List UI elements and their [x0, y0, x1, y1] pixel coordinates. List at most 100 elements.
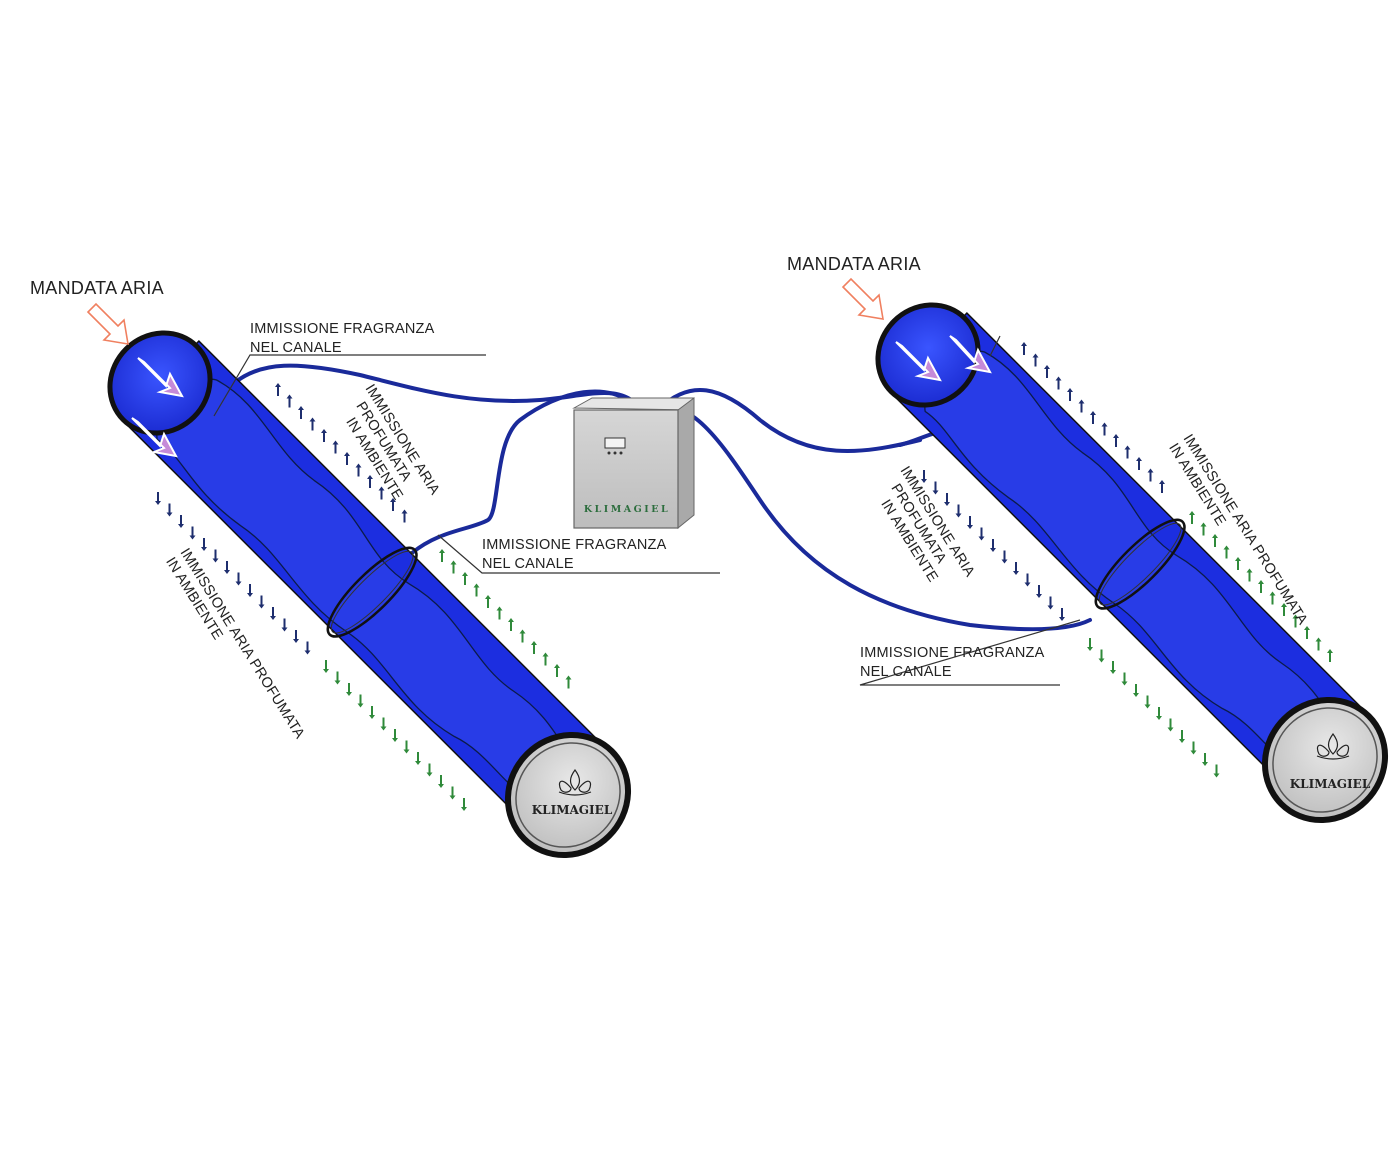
svg-text:NEL CANALE: NEL CANALE	[860, 664, 952, 680]
air-arrow-head	[439, 549, 445, 553]
air-arrow-head	[531, 641, 537, 645]
air-arrow-head	[1179, 739, 1185, 743]
tube-right-lower	[650, 405, 1092, 632]
air-arrow-head	[426, 772, 433, 777]
box-led	[607, 451, 611, 455]
air-arrow-head	[378, 486, 385, 491]
air-arrow-head	[955, 513, 962, 518]
air-arrow-head	[1292, 614, 1299, 619]
air-arrow-head	[944, 502, 950, 506]
tube-left-upper	[230, 363, 644, 412]
air-arrow-head	[298, 406, 304, 410]
air-arrow-head	[1327, 649, 1333, 653]
arrows-air-out-lower-left	[155, 492, 311, 655]
arrows-scented-air-lower-right	[1087, 638, 1220, 778]
air-arrow-head	[1190, 750, 1197, 755]
box-front	[573, 409, 679, 529]
air-arrow-head	[1124, 445, 1131, 450]
air-arrow-head	[1032, 353, 1039, 358]
duct-end-cap-right	[1261, 696, 1389, 824]
air-arrow-head	[1269, 591, 1276, 596]
air-arrow-head	[332, 440, 339, 445]
air-arrow-head	[415, 761, 421, 765]
air-arrow-head	[401, 509, 408, 514]
air-arrow-head	[1136, 457, 1142, 461]
air-arrow-head	[258, 604, 265, 609]
air-arrow-head	[1133, 693, 1139, 697]
svg-text:IMMISSIONE FRAGRANZA: IMMISSIONE FRAGRANZA	[860, 645, 1045, 661]
air-arrow-head	[1304, 626, 1310, 630]
label-mandata-aria-left: MANDATA ARIA	[30, 278, 164, 298]
arrows-scented-air-upper-right	[1189, 511, 1333, 662]
brand-cap-text-right: KLIMAGIEL	[1290, 777, 1371, 791]
air-arrow-head	[1144, 704, 1151, 709]
air-arrow-head	[1258, 580, 1264, 584]
label-aria-profumata-right-lower: IMMISSIONE ARIA PROFUMATA IN AMBIENTE	[877, 464, 977, 586]
air-arrow-head	[281, 627, 288, 632]
air-arrow-head	[201, 547, 207, 551]
air-arrow-head	[357, 703, 364, 708]
air-arrow-head	[1202, 762, 1208, 766]
air-arrow-head	[554, 664, 560, 668]
air-arrow-head	[1147, 468, 1154, 473]
air-arrow-head	[1235, 557, 1241, 561]
duct-inlet	[875, 302, 981, 408]
air-arrow-head	[519, 629, 526, 634]
air-arrow-head	[565, 675, 572, 680]
air-arrow-head	[247, 593, 253, 597]
air-arrow-head	[1078, 399, 1085, 404]
air-arrow-head	[323, 669, 329, 673]
air-arrow-head	[344, 452, 350, 456]
air-arrow-head	[1121, 681, 1128, 686]
tube-right-upper	[658, 387, 922, 454]
air-arrow-head	[496, 606, 503, 611]
duct-inlet	[107, 330, 213, 436]
air-arrow-head	[155, 501, 161, 505]
air-arrow-head	[1281, 603, 1287, 607]
air-arrow-head	[1090, 411, 1096, 415]
mandata-arrow-right	[841, 277, 884, 320]
air-arrow-head	[1013, 571, 1019, 575]
air-arrow-head	[346, 692, 352, 696]
arrows-air-out-lower-right	[921, 470, 1065, 621]
air-arrow-head	[321, 429, 327, 433]
air-arrow-head	[355, 463, 362, 468]
inflow-arrows	[131, 357, 184, 458]
air-arrow-head	[369, 715, 375, 719]
air-arrow-head	[1047, 605, 1054, 610]
air-arrow-head	[1021, 342, 1027, 346]
duct-joint	[326, 546, 418, 638]
brand-logo-right	[1316, 732, 1350, 760]
duct-right: KLIMAGIEL	[875, 302, 1389, 824]
air-arrow-head	[1087, 647, 1093, 651]
arrows-scented-air-upper-left	[439, 549, 572, 689]
air-arrow-head	[1059, 617, 1065, 621]
air-arrow-head	[1101, 422, 1108, 427]
air-arrow-head	[224, 570, 230, 574]
air-arrow-head	[1044, 365, 1050, 369]
air-arrow-head	[1159, 480, 1165, 484]
air-arrow-head	[990, 548, 996, 552]
brand-logo-left	[558, 768, 592, 796]
air-arrow-head	[1156, 716, 1162, 720]
box-display	[604, 437, 626, 449]
air-arrow-head	[1223, 545, 1230, 550]
svg-text:NEL CANALE: NEL CANALE	[482, 556, 574, 572]
air-arrow-head	[1098, 658, 1105, 663]
air-arrow-head	[392, 738, 398, 742]
air-arrow-head	[275, 383, 281, 387]
label-mandata-aria-right: MANDATA ARIA	[787, 254, 921, 274]
air-arrow-head	[508, 618, 514, 622]
brand-cap-text-left: KLIMAGIEL	[532, 803, 613, 817]
air-arrow-head	[485, 595, 491, 599]
air-arrow-head	[304, 650, 311, 655]
air-arrow-head	[1200, 522, 1207, 527]
air-arrow-head	[542, 652, 549, 657]
air-arrow-head	[1067, 388, 1073, 392]
air-arrow-head	[403, 749, 410, 754]
air-arrow-head	[1315, 637, 1322, 642]
air-arrow-head	[967, 525, 973, 529]
air-arrow-head	[390, 498, 396, 502]
air-arrow-head	[1113, 434, 1119, 438]
air-arrow-head	[1246, 568, 1253, 573]
